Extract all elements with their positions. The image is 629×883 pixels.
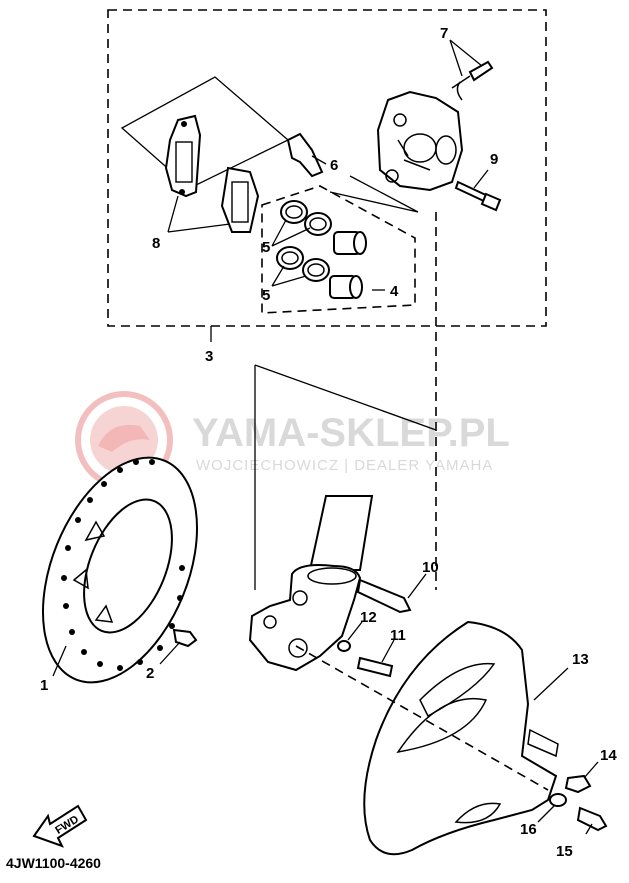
callout-1: 1 <box>40 677 48 694</box>
diagram-code: 4JW1100-4260 <box>6 855 101 871</box>
callout-4: 4 <box>390 283 399 300</box>
caliper-assembly-box <box>107 9 547 327</box>
callout-8: 8 <box>152 235 160 252</box>
callout-5-lower: 5 <box>262 287 270 304</box>
front-fender <box>363 620 559 856</box>
brake-pad-left <box>164 114 202 198</box>
callout-14: 14 <box>600 747 617 764</box>
washer-16 <box>549 793 567 807</box>
callout-5-upper: 5 <box>262 239 270 256</box>
callout-16: 16 <box>520 821 537 838</box>
watermark: YAMA-SKLEP.PL WOJCIECHOWICZ | DEALER YAM… <box>75 391 510 489</box>
bleed-screw <box>451 60 494 101</box>
callout-2: 2 <box>146 665 154 682</box>
disc-bolt <box>172 628 198 648</box>
leader-lines <box>52 39 599 835</box>
brake-disc <box>41 456 199 684</box>
pad-kit-outline <box>120 76 290 189</box>
leader-5-link <box>254 175 437 590</box>
fender-bolt-14 <box>564 774 592 794</box>
watermark-subtitle: WOJCIECHOWICZ | DEALER YAMAHA <box>196 457 493 474</box>
fender-bolt-15 <box>576 806 608 832</box>
front-fork-leg <box>248 495 374 672</box>
brake-caliper <box>376 90 464 192</box>
stud-bolt-11 <box>356 656 394 678</box>
callout-6: 6 <box>330 157 338 174</box>
collar-12 <box>337 640 351 652</box>
seal-kit-box <box>261 185 416 314</box>
caliper-bolt-9 <box>454 180 502 212</box>
callout-3: 3 <box>205 348 213 365</box>
piston-seal-kit <box>276 200 367 299</box>
brake-pad-right <box>220 166 260 233</box>
callout-9: 9 <box>490 151 498 168</box>
watermark-title: YAMA-SKLEP.PL <box>192 411 510 455</box>
callout-7: 7 <box>440 25 448 42</box>
axle-line <box>295 645 549 791</box>
callout-15: 15 <box>556 843 573 860</box>
forward-direction-arrow: FWD <box>32 804 88 848</box>
callout-numbers: 1 2 3 4 5 5 6 7 8 9 10 11 12 13 14 15 16 <box>40 25 617 860</box>
fork-bolt-10 <box>356 578 412 614</box>
callout-10: 10 <box>422 559 439 576</box>
callout-11: 11 <box>390 627 406 644</box>
callout-13: 13 <box>572 651 589 668</box>
callout-12: 12 <box>360 609 377 626</box>
pad-spring <box>286 132 324 178</box>
